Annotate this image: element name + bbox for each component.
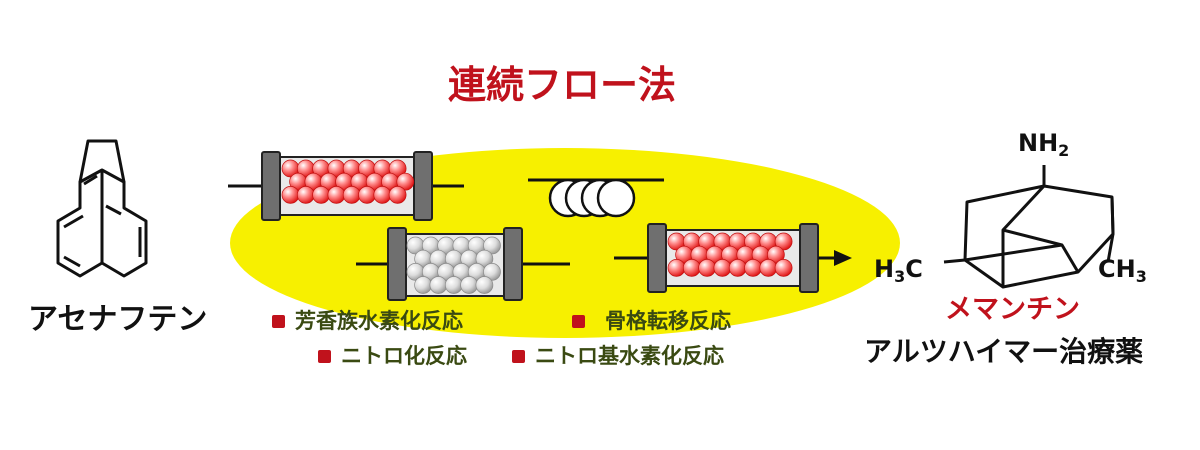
coil-reactor: [528, 178, 664, 218]
catalyst-bead: [475, 276, 494, 294]
memantine-structure: [943, 165, 1115, 289]
catalyst-bead: [296, 186, 315, 204]
catalyst-bead: [483, 236, 501, 255]
catalyst-bead: [698, 259, 716, 277]
catalyst-bead: [767, 245, 785, 264]
catalyst-bead: [429, 276, 448, 294]
catalyst-bead: [682, 259, 701, 277]
catalyst-bead: [358, 186, 376, 204]
diagram-title: 連続フロー法: [448, 63, 677, 107]
start-material-label: アセナフテン: [28, 302, 208, 337]
catalyst-bead: [713, 259, 732, 277]
bullet-square-icon: [512, 350, 525, 363]
acenaphthene-structure: [56, 139, 148, 278]
catalyst-bead: [414, 276, 432, 294]
catalyst-bead: [774, 232, 793, 251]
catalyst-bead: [475, 249, 494, 268]
step-item-aromatic-hydrogenation: 芳香族水素化反応: [272, 311, 463, 332]
catalyst-bead: [667, 259, 686, 277]
step-item-skeletal-rearrangement: 骨格転移反応: [572, 311, 731, 332]
catalyst-bead: [483, 263, 501, 281]
catalyst-bead: [388, 186, 407, 204]
catalyst-bead: [396, 172, 415, 191]
catalyst-bead: [373, 186, 392, 204]
catalyst-bead: [342, 186, 361, 204]
catalyst-bead: [460, 276, 478, 294]
catalyst-bead: [281, 186, 300, 204]
bullet-square-icon: [572, 315, 585, 328]
bullet-square-icon: [272, 315, 285, 328]
catalyst-bead: [728, 259, 747, 277]
catalyst-bead: [312, 186, 330, 204]
catalyst-bead: [327, 186, 346, 204]
catalyst-bead: [444, 276, 463, 294]
amine-group-label: NH2: [1018, 129, 1070, 160]
catalyst-bead: [774, 259, 793, 277]
flow-arrow-icon: [818, 250, 852, 266]
reactor-column-2: [356, 227, 570, 301]
methyl-right-label: CH3: [1098, 255, 1147, 286]
catalyst-bead: [744, 259, 762, 277]
catalyst-bead: [759, 259, 778, 277]
step-item-nitro-hydrogenation: ニトロ基水素化反応: [512, 346, 724, 367]
reactor-column-1: [228, 151, 464, 221]
bullet-square-icon: [318, 350, 331, 363]
product-name-label: メマンチン: [945, 294, 1080, 325]
catalyst-bead: [388, 159, 407, 178]
product-description-label: アルツハイマー治療薬: [864, 335, 1144, 368]
methyl-left-label: H3C: [874, 255, 923, 286]
reactor-column-3: [614, 223, 819, 293]
step-item-nitration: ニトロ化反応: [318, 346, 467, 367]
